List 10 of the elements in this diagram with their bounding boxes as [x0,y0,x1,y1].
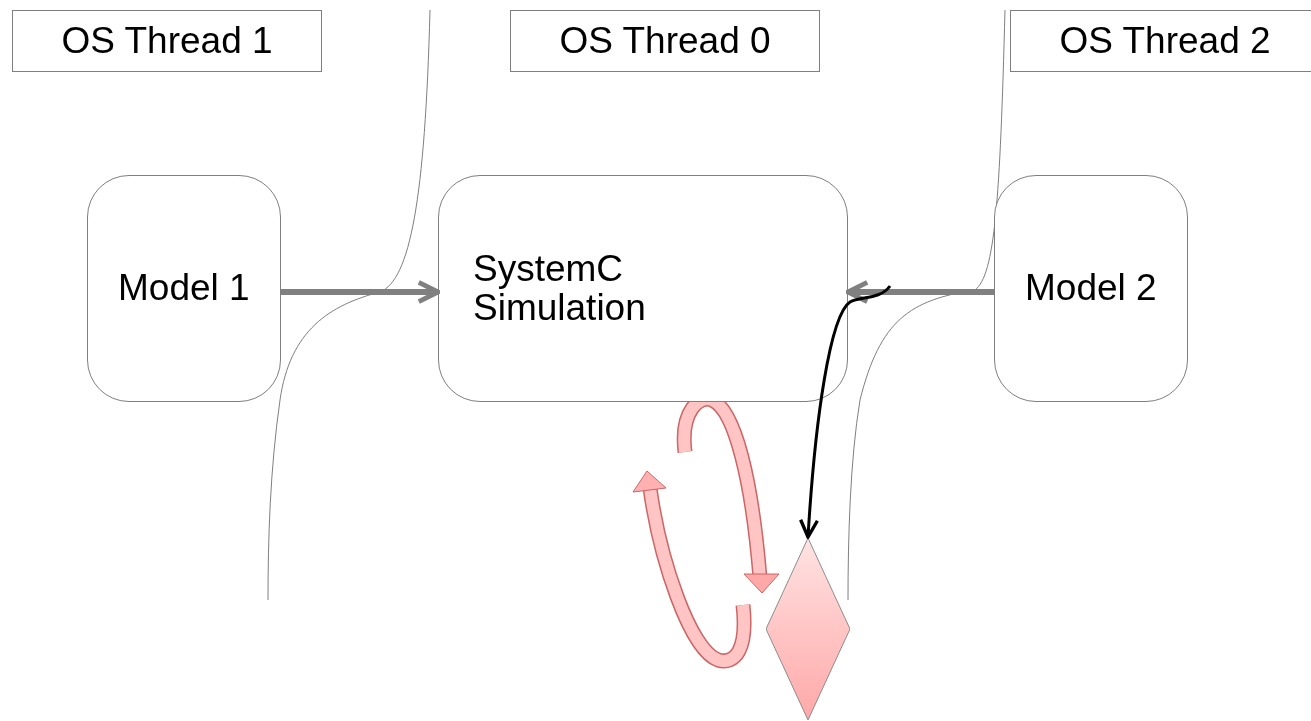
diamond-node [766,538,850,720]
thread-label-box: OS Thread 2 [1010,10,1311,72]
thread-label-box: OS Thread 0 [510,10,820,72]
simulation-box: SystemC Simulation [438,175,848,402]
arrow [799,285,892,539]
model-box: Model 2 [994,175,1188,402]
model-box: Model 1 [87,175,281,402]
thread-label-box: OS Thread 1 [12,10,322,72]
arrow [845,280,994,304]
arrow [281,280,441,304]
